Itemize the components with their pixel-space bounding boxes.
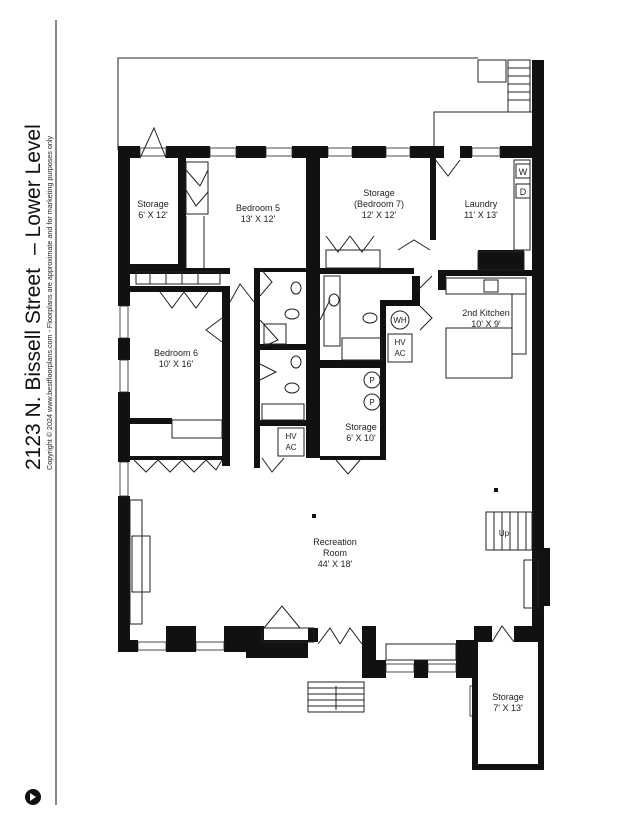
svg-text:W: W bbox=[519, 167, 528, 177]
svg-text:2nd Kitchen: 2nd Kitchen bbox=[462, 308, 510, 318]
svg-text:7' X 13': 7' X 13' bbox=[493, 703, 523, 713]
svg-text:HV: HV bbox=[285, 432, 297, 441]
pump-icon: P bbox=[363, 371, 381, 389]
svg-text:10' X 9': 10' X 9' bbox=[471, 319, 501, 329]
svg-text:WH: WH bbox=[393, 316, 407, 325]
doors bbox=[133, 126, 515, 645]
svg-text:44' X 18': 44' X 18' bbox=[318, 559, 353, 569]
room-storage-bedroom-7: Storage (Bedroom 7) 12' X 12' bbox=[354, 188, 404, 220]
room-storage-d: Storage 7' X 13' bbox=[492, 692, 524, 713]
hvac-unit-icon: HV AC bbox=[277, 427, 305, 457]
water-heater-icon: WH bbox=[390, 310, 410, 330]
svg-text:AC: AC bbox=[285, 443, 296, 452]
interior-walls bbox=[124, 158, 544, 770]
room-recreation-room: Recreation Room 44' X 18' bbox=[313, 537, 357, 569]
site-outline bbox=[117, 57, 532, 150]
stairs-bottom-entry bbox=[307, 681, 365, 713]
room-storage-a: Storage 6' X 12' bbox=[137, 199, 169, 220]
svg-text:Storage: Storage bbox=[492, 692, 524, 702]
room-bedroom-6: Bedroom 6 10' X 16' bbox=[154, 348, 198, 369]
svg-text:Storage: Storage bbox=[137, 199, 169, 209]
windows bbox=[119, 147, 501, 717]
hvac-unit-icon: HV AC bbox=[387, 333, 413, 363]
room-storage-c: Storage 6' X 10' bbox=[345, 422, 377, 443]
closet-details bbox=[129, 159, 539, 661]
svg-text:Bedroom 5: Bedroom 5 bbox=[236, 203, 280, 213]
svg-text:Recreation: Recreation bbox=[313, 537, 357, 547]
svg-text:Room: Room bbox=[323, 548, 347, 558]
svg-text:Storage: Storage bbox=[363, 188, 395, 198]
svg-text:Bedroom 6: Bedroom 6 bbox=[154, 348, 198, 358]
plumbing-fixtures bbox=[263, 279, 499, 394]
columns bbox=[312, 488, 498, 518]
stairs-interior: Up bbox=[485, 511, 533, 551]
svg-text:Storage: Storage bbox=[345, 422, 377, 432]
svg-text:P: P bbox=[369, 376, 374, 385]
svg-text:6' X 10': 6' X 10' bbox=[346, 433, 376, 443]
exterior-walls bbox=[118, 60, 550, 678]
copyright-note: Copyright © 2024 www.bestfloorplans.com … bbox=[45, 136, 54, 470]
svg-text:D: D bbox=[520, 187, 527, 197]
plan-level: – Lower Level bbox=[22, 124, 45, 255]
svg-text:12' X 12': 12' X 12' bbox=[362, 210, 397, 220]
room-bedroom-5: Bedroom 5 13' X 12' bbox=[236, 203, 280, 224]
svg-text:HV: HV bbox=[394, 338, 406, 347]
plan-address: 2123 N. Bissell Street bbox=[22, 268, 45, 470]
room-laundry: Laundry 11' X 13' bbox=[464, 199, 498, 220]
north-arrow-icon bbox=[25, 789, 41, 805]
svg-text:10' X 16': 10' X 16' bbox=[159, 359, 194, 369]
pump-icon: P bbox=[363, 393, 381, 411]
stairs-up-label: Up bbox=[499, 529, 510, 538]
stairs-top-right bbox=[477, 59, 531, 113]
svg-text:11' X 13': 11' X 13' bbox=[464, 210, 498, 220]
title-block: 2123 N. Bissell Street – Lower Level Cop… bbox=[22, 20, 57, 805]
svg-text:AC: AC bbox=[394, 349, 405, 358]
washer-icon: W bbox=[515, 163, 531, 179]
svg-text:P: P bbox=[369, 398, 374, 407]
svg-text:13' X 12': 13' X 12' bbox=[241, 214, 276, 224]
svg-text:Laundry: Laundry bbox=[465, 199, 498, 209]
svg-text:6' X 12': 6' X 12' bbox=[138, 210, 168, 220]
svg-text:(Bedroom 7): (Bedroom 7) bbox=[354, 199, 404, 209]
room-2nd-kitchen: 2nd Kitchen 10' X 9' bbox=[462, 308, 510, 329]
dryer-icon: D bbox=[515, 183, 531, 199]
